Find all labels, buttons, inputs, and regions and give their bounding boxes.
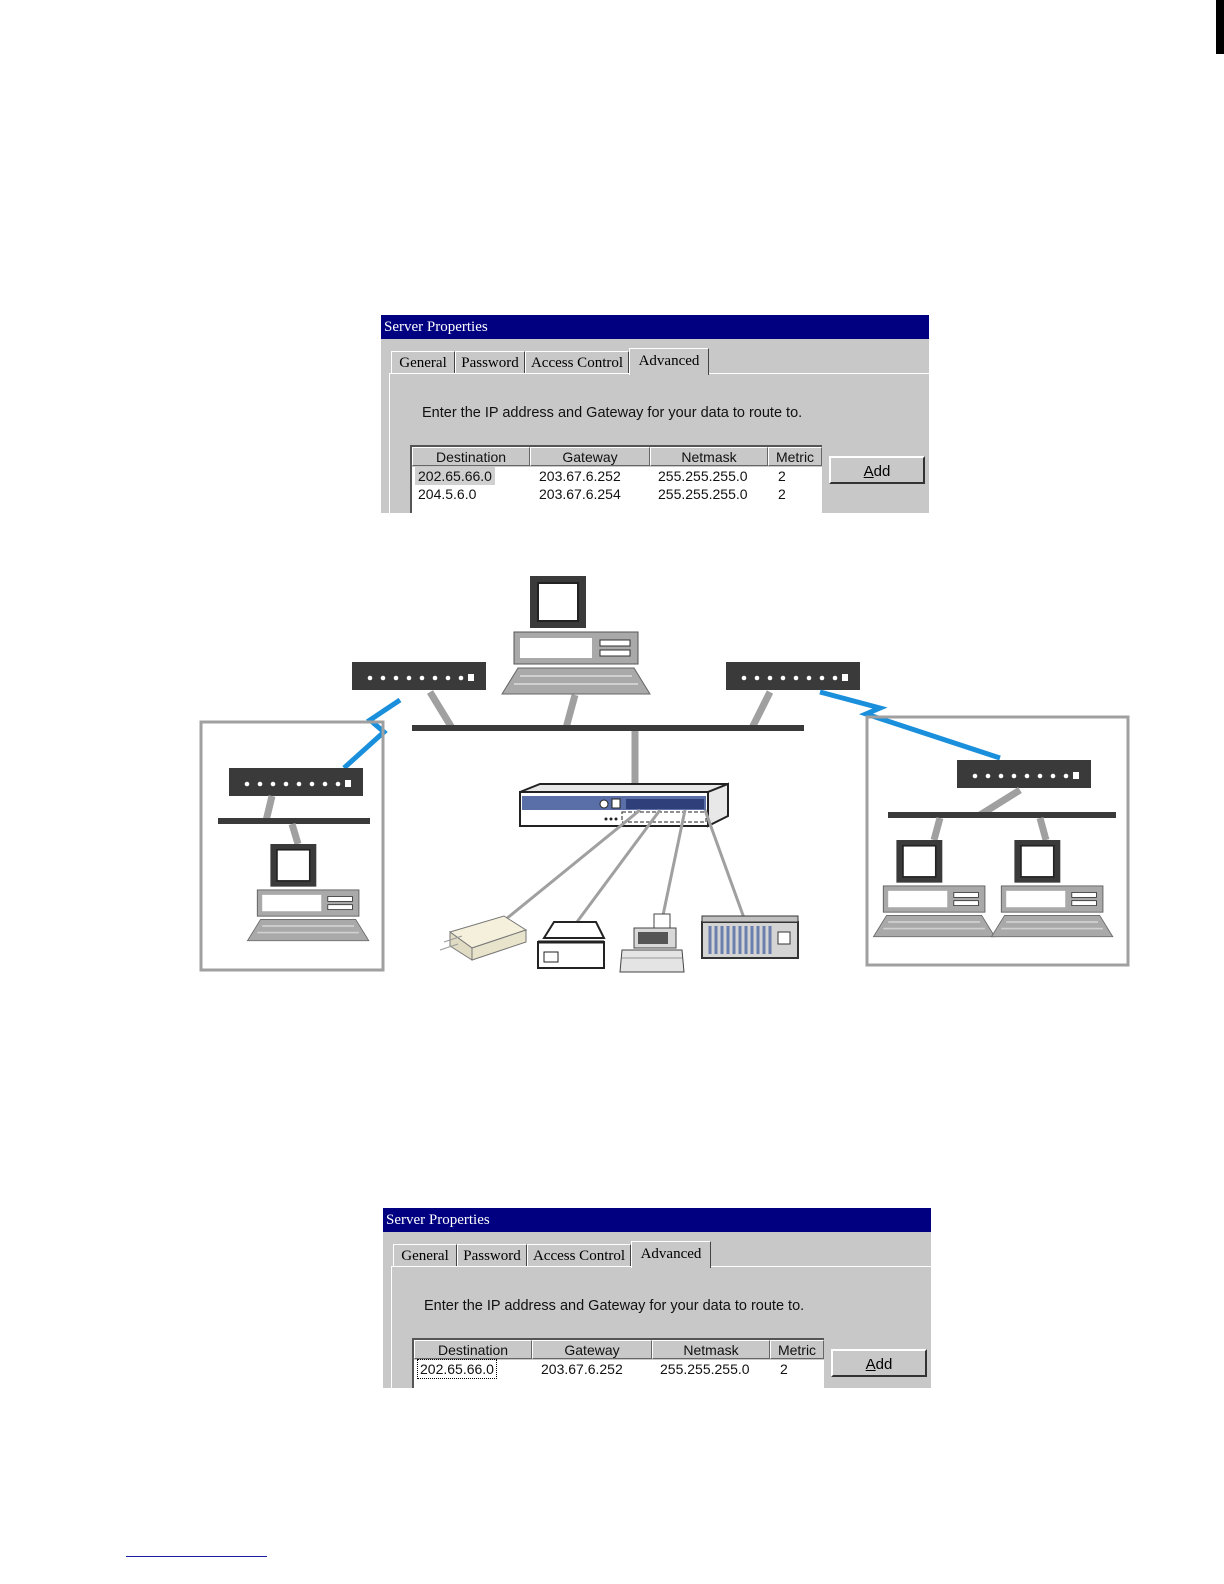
wan-link [819,689,1001,761]
footer-rule [126,1556,267,1557]
computer-icon [872,839,996,938]
computer-icon [990,839,1114,938]
instruction-text: Enter the IP address and Gateway for you… [424,1298,805,1314]
serial-line [572,809,662,927]
cell-netmask: 255.255.255.0 [658,486,748,502]
add-button-accel: A [865,1356,876,1373]
lan-drop-line [978,787,1022,818]
dialog-titlebar: Server Properties [381,315,929,339]
router-icon [229,768,363,796]
add-button[interactable]: Add [829,456,925,484]
lan-drop-line [748,690,774,730]
route-list-header: Destination Gateway Netmask Metric [412,447,822,467]
router-icon [352,662,486,690]
server-properties-dialog-top: Server Properties General Password Acces… [381,315,929,513]
lan-drop-line [427,690,455,730]
laser-printer-icon [439,915,528,961]
lan-drop-line [262,795,276,822]
column-destination[interactable]: Destination [412,447,530,466]
route-list-header: Destination Gateway Netmask Metric [414,1340,824,1360]
serial-line [499,808,641,926]
add-button-label: dd [873,463,891,480]
column-gateway[interactable]: Gateway [532,1340,652,1359]
column-netmask[interactable]: Netmask [652,1340,770,1359]
tab-password[interactable]: Password [457,1244,527,1266]
column-destination[interactable]: Destination [414,1340,532,1359]
instruction-text: Enter the IP address and Gateway for you… [422,405,803,421]
cell-gateway: 203.67.6.252 [539,468,621,484]
cell-metric: 2 [778,486,786,502]
cell-gateway: 203.67.6.252 [541,1361,623,1377]
cell-destination: 204.5.6.0 [418,486,477,502]
remote-site-left [199,720,385,972]
cell-metric: 2 [780,1361,788,1377]
cell-metric: 2 [778,468,786,484]
router-icon [957,760,1091,788]
cash-register-icon [619,913,685,973]
tab-advanced[interactable]: Advanced [631,1241,711,1268]
add-button-label: dd [875,1356,893,1373]
tab-general[interactable]: General [391,351,455,373]
network-diagram [199,575,1130,973]
add-button[interactable]: Add [831,1349,927,1377]
computer-icon [501,575,651,695]
computer-icon [246,843,370,942]
wan-link [342,697,402,770]
cell-gateway: 203.67.6.254 [539,486,621,502]
serial-line [703,809,746,919]
modem-rack-icon [701,915,799,959]
column-metric[interactable]: Metric [768,447,822,466]
device-server-icon [519,782,729,828]
column-gateway[interactable]: Gateway [530,447,650,466]
tab-general[interactable]: General [393,1244,457,1266]
tab-access-control[interactable]: Access Control [525,351,629,373]
add-button-accel: A [863,463,874,480]
page-edge-mark [1216,0,1224,54]
route-list[interactable]: Destination Gateway Netmask Metric 202.6… [412,1338,824,1388]
route-list[interactable]: Destination Gateway Netmask Metric 202.6… [410,445,822,513]
remote-site-right [865,715,1130,967]
column-metric[interactable]: Metric [770,1340,824,1359]
dot-matrix-printer-icon [537,921,606,969]
cell-netmask: 255.255.255.0 [660,1361,750,1377]
table-row[interactable]: 202.65.66.0 203.67.6.252 255.255.255.0 2 [412,467,822,485]
cell-netmask: 255.255.255.0 [658,468,748,484]
column-netmask[interactable]: Netmask [650,447,768,466]
lan-drop-line [1036,817,1050,841]
tab-password[interactable]: Password [455,351,525,373]
tab-advanced[interactable]: Advanced [629,348,709,375]
tab-access-control[interactable]: Access Control [527,1244,631,1266]
serial-line [660,809,687,921]
server-properties-dialog-bottom: Server Properties General Password Acces… [383,1208,931,1388]
table-row[interactable]: 204.5.6.0 203.67.6.254 255.255.255.0 2 [412,485,822,503]
lan-drop-line [288,822,302,846]
router-icon [726,662,860,690]
lan-drop-line [930,817,944,841]
cell-destination: 202.65.66.0 [415,467,495,485]
cell-destination: 202.65.66.0 [417,1359,497,1379]
lan-drop-line [562,694,579,729]
dialog-titlebar: Server Properties [383,1208,931,1232]
table-row[interactable]: 202.65.66.0 203.67.6.252 255.255.255.0 2 [414,1359,824,1379]
